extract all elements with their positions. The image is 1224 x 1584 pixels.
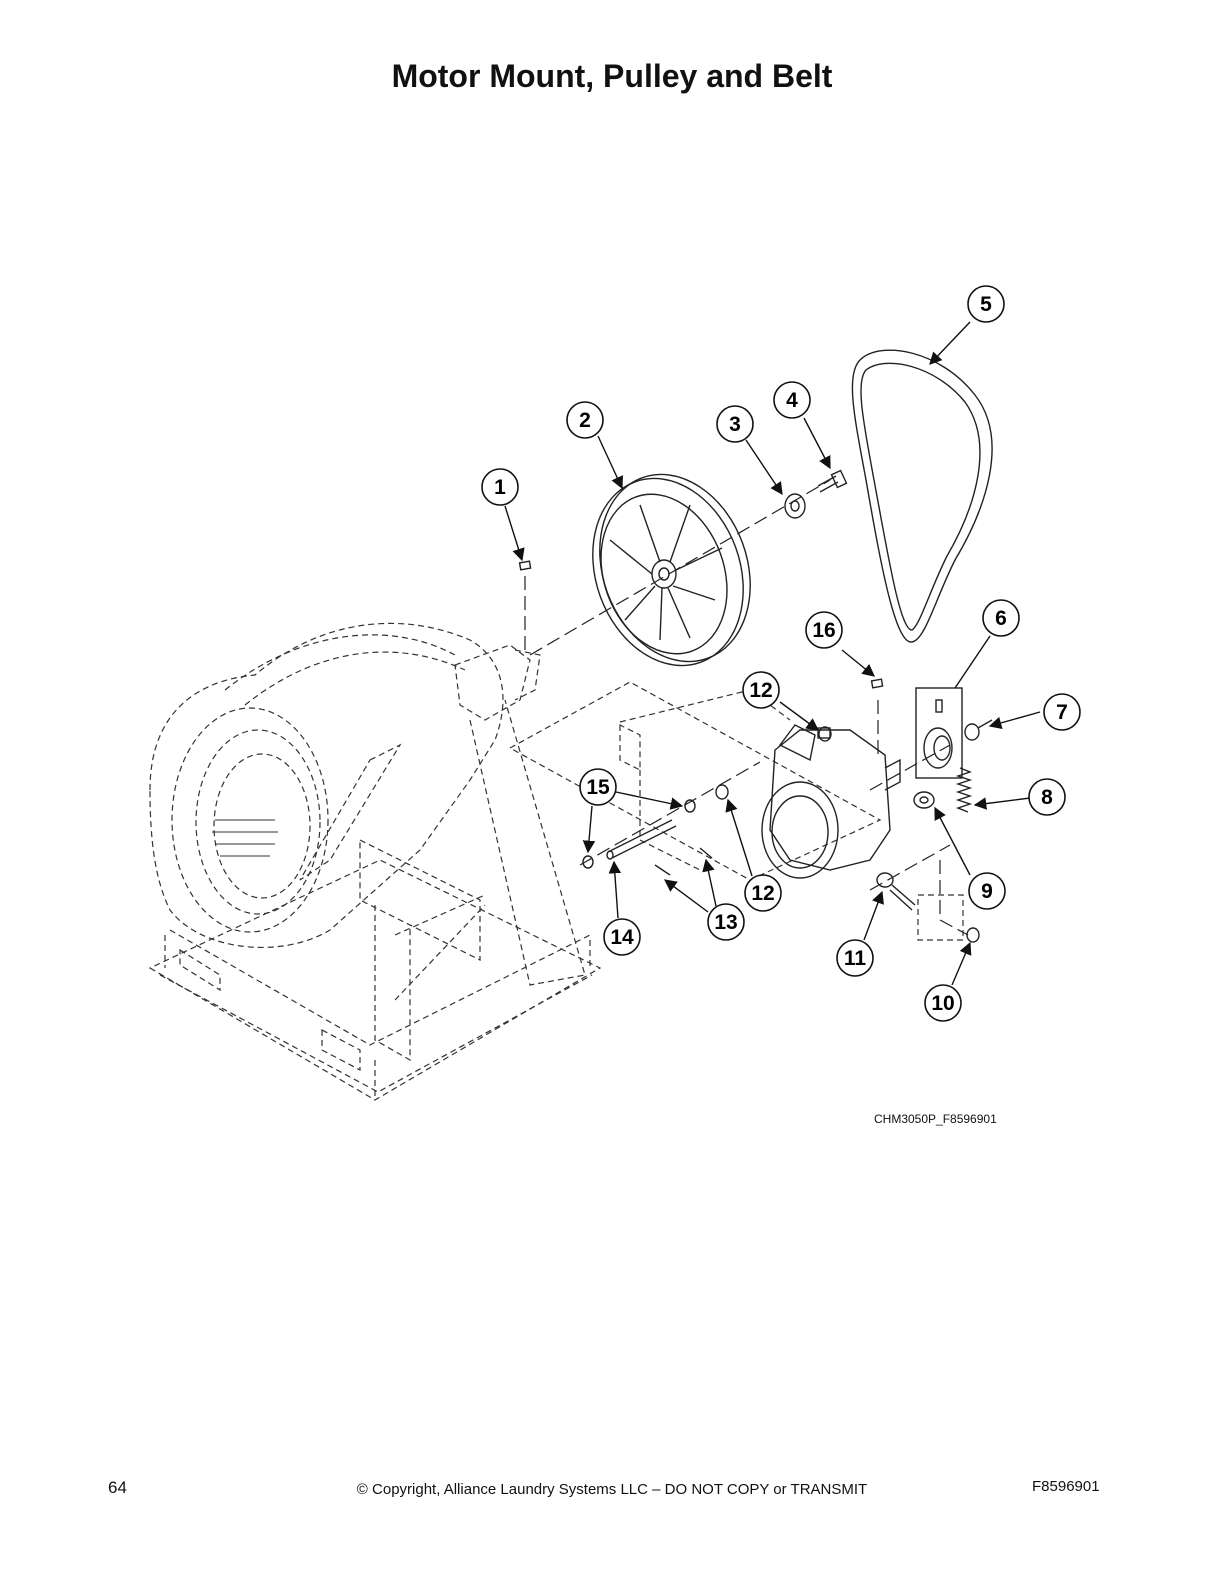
svg-text:16: 16	[812, 619, 835, 642]
motor-part	[761, 724, 901, 879]
callout-8: 8	[1028, 778, 1066, 816]
drive-pulley-part	[592, 473, 751, 667]
callout-11: 11	[836, 939, 874, 977]
cotter-pins-part	[654, 847, 713, 876]
svg-text:6: 6	[995, 607, 1007, 630]
svg-text:8: 8	[1041, 786, 1053, 809]
svg-text:12: 12	[751, 882, 774, 905]
page-number: 64	[108, 1478, 127, 1497]
svg-text:14: 14	[610, 926, 634, 949]
callout-13: 13	[707, 903, 745, 941]
callout-10: 10	[924, 984, 962, 1022]
motor-pulley-part	[915, 687, 963, 779]
callout-7: 7	[1043, 693, 1081, 731]
document-number: F8596901	[1032, 1478, 1100, 1495]
callout-14: 14	[603, 918, 641, 956]
spring-bracket-part	[913, 791, 935, 809]
copyright-notice: © Copyright, Alliance Laundry Systems LL…	[356, 1481, 868, 1498]
svg-text:3: 3	[729, 413, 741, 436]
v-belt-part	[851, 349, 993, 643]
svg-text:12: 12	[749, 679, 772, 702]
page-title: Motor Mount, Pulley and Belt	[391, 58, 833, 94]
bolt-part	[817, 469, 848, 493]
svg-text:7: 7	[1056, 701, 1068, 724]
svg-text:10: 10	[931, 992, 954, 1015]
bushing-12-part	[715, 726, 832, 800]
callout-15: 15	[579, 768, 617, 806]
machine-frame-phantom	[148, 622, 882, 1101]
callout-1: 1	[481, 468, 519, 506]
washers-15-part	[582, 799, 696, 869]
washer-part	[784, 493, 806, 519]
svg-text:11: 11	[844, 947, 867, 970]
callout-3: 3	[716, 405, 754, 443]
svg-text:4: 4	[786, 389, 798, 412]
key-part	[518, 560, 532, 571]
callout-5: 5	[967, 285, 1005, 323]
figure-code: CHM3050P_F8596901	[874, 1112, 997, 1126]
eye-bolt-part	[876, 872, 964, 941]
svg-text:2: 2	[579, 409, 591, 432]
svg-text:15: 15	[586, 776, 610, 799]
callout-12-lower: 12	[744, 874, 782, 912]
callout-9: 9	[968, 872, 1006, 910]
svg-text:5: 5	[980, 293, 992, 316]
svg-text:1: 1	[494, 476, 506, 499]
set-screw-part	[964, 719, 993, 741]
callout-leaders	[504, 321, 1041, 986]
spring-part	[955, 767, 973, 813]
callout-2: 2	[566, 401, 604, 439]
callout-16: 16	[805, 611, 843, 649]
key-16-part	[870, 678, 884, 689]
callout-6: 6	[982, 599, 1020, 637]
nut-part	[966, 927, 980, 943]
svg-text:13: 13	[714, 911, 737, 934]
shaft-part	[606, 819, 677, 860]
callout-12-upper: 12	[742, 671, 780, 709]
svg-text:9: 9	[981, 880, 993, 903]
callout-4: 4	[773, 381, 811, 419]
